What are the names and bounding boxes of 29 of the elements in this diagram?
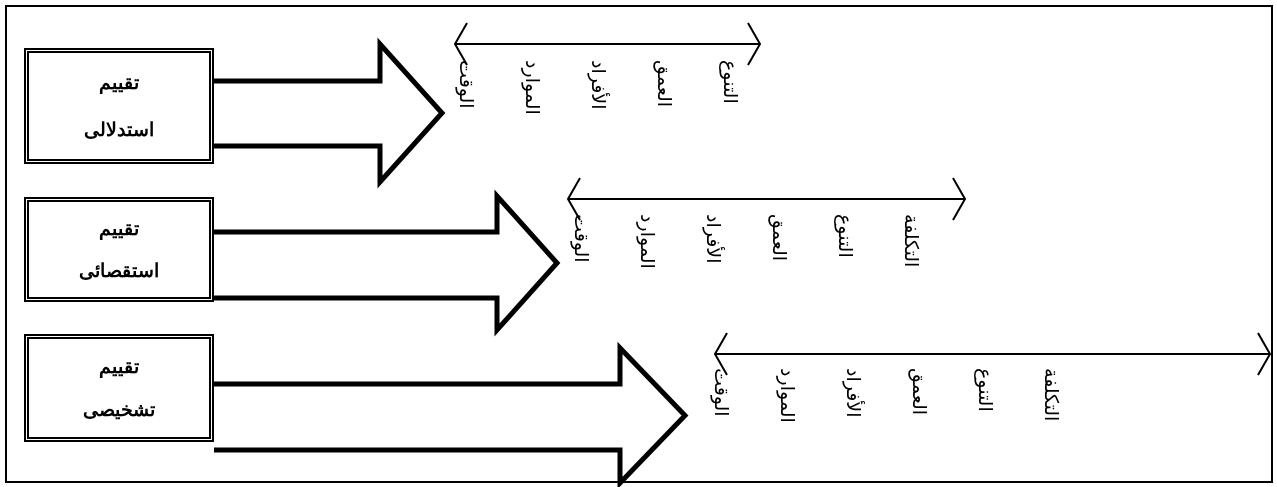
scale-label: التكلفة bbox=[1042, 368, 1061, 422]
scale-label: الأفراد bbox=[844, 368, 863, 418]
scale-label: الموارد bbox=[523, 60, 542, 115]
scale-label: التنوع bbox=[836, 214, 855, 258]
block-arrow bbox=[211, 189, 561, 337]
process-box bbox=[24, 197, 214, 302]
box-text: تقييم bbox=[99, 71, 139, 94]
scale-label: التنوع bbox=[976, 368, 995, 412]
scale-label: الموارد bbox=[638, 214, 657, 269]
scale-label: التكلفة bbox=[902, 214, 921, 268]
box-text: تقييم bbox=[99, 355, 139, 378]
scale-label: العمق bbox=[910, 368, 929, 416]
scale-label: الوقت bbox=[712, 368, 731, 417]
process-box bbox=[24, 48, 214, 164]
block-arrow bbox=[211, 37, 446, 189]
scale-label: الموارد bbox=[778, 368, 797, 423]
scale-label: العمق bbox=[655, 60, 674, 108]
box-text: تقييم bbox=[99, 217, 139, 241]
scale-label: الأفراد bbox=[704, 214, 723, 264]
box-text: تشخيصى bbox=[83, 398, 155, 421]
block-arrow bbox=[211, 341, 689, 487]
scale-label: الأفراد bbox=[589, 60, 608, 110]
scale-label: العمق bbox=[770, 214, 789, 262]
box-text: استدلالى bbox=[84, 118, 154, 141]
scale-label: الوقت bbox=[572, 214, 591, 263]
process-box bbox=[24, 334, 214, 442]
scale-label: التنوع bbox=[721, 60, 740, 104]
scale-label: الوقت bbox=[457, 60, 476, 109]
box-text: استقصائى bbox=[79, 258, 159, 282]
